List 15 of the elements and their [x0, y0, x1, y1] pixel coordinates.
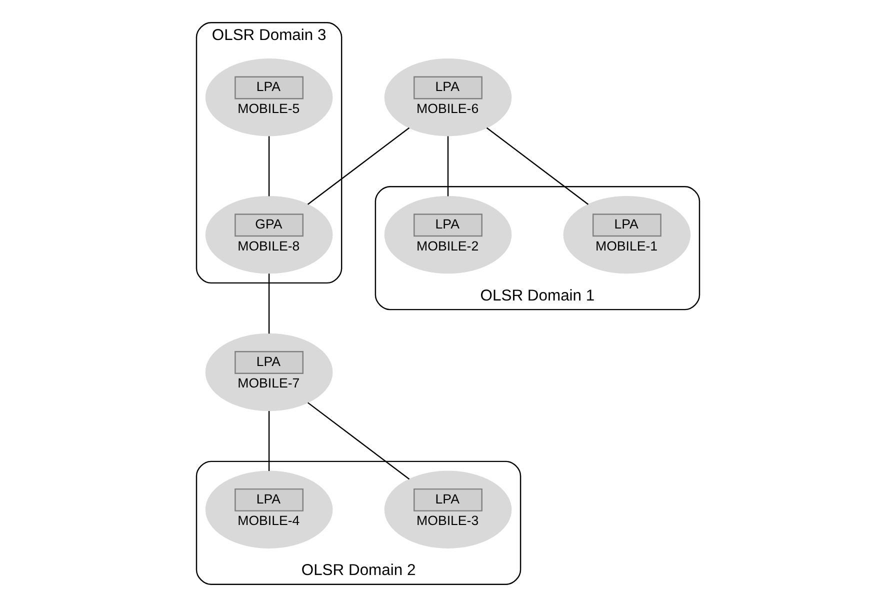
node-ellipse: LPA MOBILE-5 — [204, 58, 332, 136]
connector — [268, 274, 270, 334]
connector — [306, 127, 410, 205]
node-ellipse: LPA MOBILE-3 — [384, 470, 512, 548]
connector — [268, 136, 270, 196]
node-ellipse: LPA MOBILE-7 — [204, 333, 332, 412]
node-ellipse: LPA MOBILE-1 — [562, 196, 690, 274]
node-ellipse: GPA MOBILE-8 — [204, 196, 332, 274]
node-ellipse: LPA MOBILE-6 — [384, 58, 512, 136]
node-ellipse: LPA MOBILE-4 — [204, 470, 332, 548]
node-ellipse: LPA MOBILE-2 — [384, 196, 512, 274]
connector — [486, 127, 588, 205]
connector — [268, 411, 270, 471]
connector — [446, 136, 448, 196]
connector — [307, 402, 410, 480]
